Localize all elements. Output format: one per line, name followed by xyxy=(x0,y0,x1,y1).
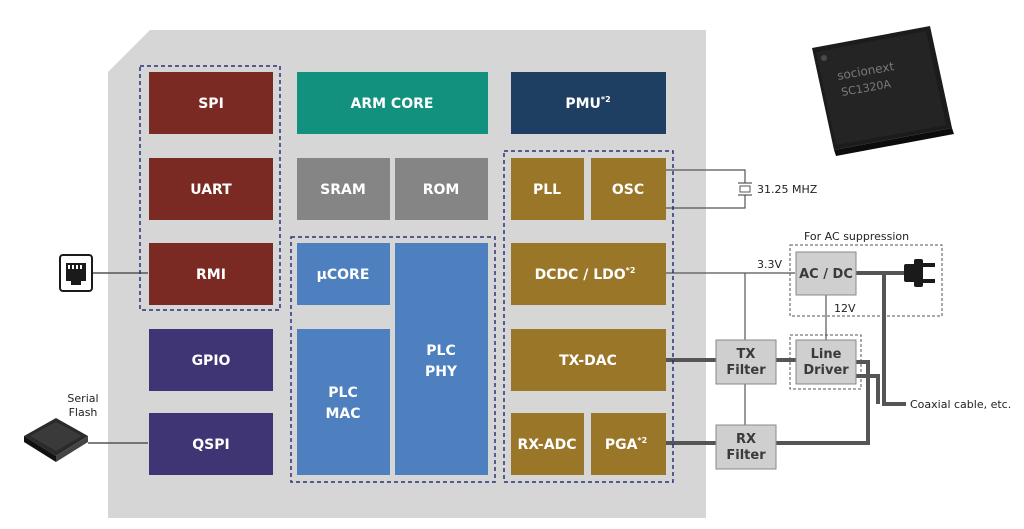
rmi-label: RMI xyxy=(196,267,226,283)
rmi-block: RMI xyxy=(149,243,273,305)
qspi-block: QSPI xyxy=(149,413,273,475)
ac-dc-label: AC / DC xyxy=(799,267,853,282)
ac-suppression-outline xyxy=(789,244,943,317)
gpio-block: GPIO xyxy=(149,329,273,391)
ac-suppression-label: For AC suppression xyxy=(804,230,909,243)
sram-block: SRAM xyxy=(297,158,390,220)
rom-label: ROM xyxy=(423,182,460,198)
plc-mac-label-line2: MAC xyxy=(325,406,360,422)
gpio-label: GPIO xyxy=(192,353,231,369)
plc-mac-block: PLC MAC xyxy=(297,329,390,475)
spi-block: SPI xyxy=(149,72,273,134)
tx-dac-block: TX-DAC xyxy=(511,329,666,391)
rx-filter-block: RX Filter xyxy=(715,424,777,470)
pmu-block: PMU*2 xyxy=(511,72,666,134)
spi-label: SPI xyxy=(198,96,224,112)
voltage-12v-label: 12V xyxy=(834,302,856,315)
chip-package-photo: socionext SC1320A xyxy=(812,26,954,156)
voltage-3v3-label: 3.3V xyxy=(757,258,782,271)
rx-adc-block: RX-ADC xyxy=(511,413,584,475)
tx-filter-label-line2: Filter xyxy=(726,363,766,378)
sram-label: SRAM xyxy=(320,182,366,198)
pmu-label: PMU*2 xyxy=(565,95,610,112)
crystal-oscillator-icon xyxy=(738,182,752,196)
crystal-frequency-label: 31.25 MHZ xyxy=(757,183,818,196)
dcdc-ldo-block: DCDC / LDO*2 xyxy=(511,243,666,305)
line-driver-label-line2: Driver xyxy=(803,363,849,378)
plc-phy-block: PLC PHY xyxy=(395,243,488,475)
coaxial-cable-label: Coaxial cable, etc. xyxy=(910,398,1011,411)
pga-label: PGA*2 xyxy=(605,436,647,453)
dcdc-ldo-label: DCDC / LDO*2 xyxy=(535,266,636,283)
plc-phy-label-line2: PHY xyxy=(425,364,458,380)
power-plug-icon xyxy=(904,259,935,287)
serial-flash-label-line1: Serial xyxy=(67,392,98,405)
analog-group-outline xyxy=(503,150,674,483)
line-driver-outline xyxy=(789,334,862,390)
serial-flash-label-line2: Flash xyxy=(69,406,98,419)
line-driver-block: Line Driver xyxy=(795,339,857,385)
peripheral-group-outline xyxy=(139,65,281,311)
ac-dc-block: AC / DC xyxy=(795,251,857,296)
rx-adc-label: RX-ADC xyxy=(518,437,577,453)
ucore-block: µCORE xyxy=(297,243,390,305)
arm-core-label: ARM CORE xyxy=(351,96,434,112)
pll-block: PLL xyxy=(511,158,584,220)
tx-filter-block: TX Filter xyxy=(715,339,777,385)
rom-block: ROM xyxy=(395,158,488,220)
plc-group-outline xyxy=(290,236,496,483)
osc-label: OSC xyxy=(612,182,644,198)
flash-chip-icon xyxy=(24,418,88,462)
pga-block: PGA*2 xyxy=(591,413,666,475)
tx-dac-label: TX-DAC xyxy=(559,353,617,369)
signal-wires xyxy=(88,169,912,445)
plc-phy-label-line1: PLC xyxy=(426,343,455,359)
pll-label: PLL xyxy=(533,182,561,198)
ucore-label: µCORE xyxy=(317,267,370,283)
ethernet-port-icon xyxy=(59,254,93,292)
plc-mac-label-line1: PLC xyxy=(328,385,357,401)
line-driver-label-line1: Line xyxy=(811,347,842,362)
uart-block: UART xyxy=(149,158,273,220)
qspi-label: QSPI xyxy=(192,437,229,453)
rx-filter-label-line1: RX xyxy=(736,432,756,447)
osc-block: OSC xyxy=(591,158,666,220)
arm-core-block: ARM CORE xyxy=(297,72,488,134)
uart-label: UART xyxy=(190,182,232,198)
tx-filter-label-line1: TX xyxy=(737,347,756,362)
rx-filter-label-line2: Filter xyxy=(726,448,766,463)
